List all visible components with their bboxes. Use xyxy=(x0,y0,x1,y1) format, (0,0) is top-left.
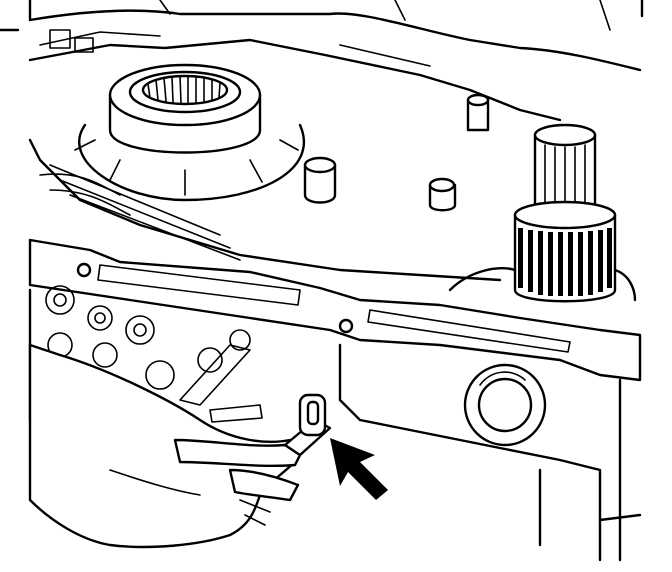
technician-hand xyxy=(28,343,302,549)
lower-casting-port xyxy=(338,343,642,562)
upper-housing-edge xyxy=(28,0,642,122)
tool-fitting xyxy=(283,393,332,457)
frame-corners xyxy=(0,0,644,32)
output-shaft-gear xyxy=(448,123,637,303)
mounting-bosses xyxy=(303,93,490,212)
arrow-icon xyxy=(330,438,388,500)
bearing-seal xyxy=(74,63,306,202)
valve-body-plate xyxy=(28,29,502,282)
housing-flange xyxy=(28,238,642,382)
